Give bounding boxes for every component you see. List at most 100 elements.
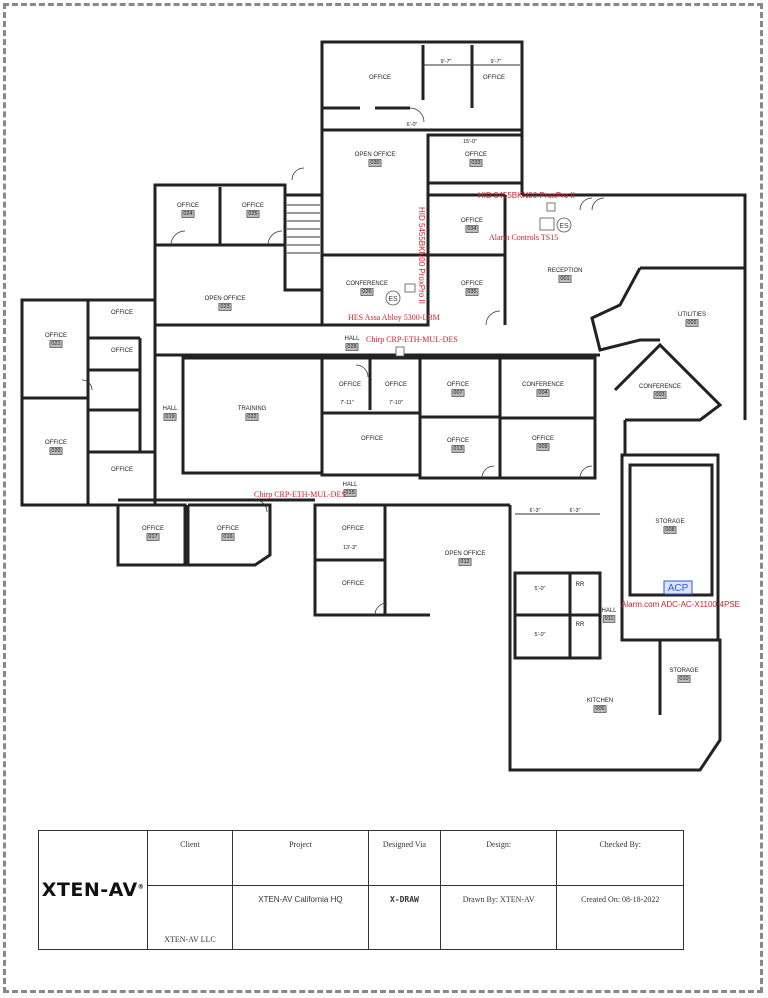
- dimension-label: 7'-11": [340, 400, 354, 406]
- room-number: 019: [165, 414, 174, 420]
- lock-label: HES Assa Abloy 5300-LBM: [348, 313, 440, 322]
- room-number-box: [246, 210, 260, 218]
- room-label: HALL: [344, 336, 360, 342]
- created-on: Created On: 08-18-2022: [556, 885, 684, 950]
- room-number-box: [163, 413, 177, 421]
- room-label: OFFICE: [483, 75, 505, 81]
- room-number: 033: [471, 160, 480, 166]
- dimension-label: 6'-0": [407, 122, 418, 128]
- project-label: Project: [231, 830, 369, 886]
- room-number-box: [345, 343, 359, 351]
- acp-label: ACP: [668, 583, 689, 594]
- designed-via-value: X-DRAW: [367, 885, 441, 950]
- dimension-label: 9'-7": [441, 59, 452, 65]
- room-number: 017: [148, 534, 157, 540]
- room-number-box: [451, 445, 465, 453]
- room-number: 003: [655, 392, 664, 398]
- device-annotations: ES HID 5455BKN00 ProxPro II HID 5455BKN0…: [254, 191, 740, 609]
- room-number-box: [343, 489, 357, 497]
- room-number-box: [465, 225, 479, 233]
- chirp-reader-icon: [395, 346, 405, 357]
- es-label: ES: [388, 296, 398, 303]
- room-label: UTILITIES: [678, 312, 706, 318]
- chirp-label: Chirp CRP-ETH-MUL-DES: [254, 490, 346, 499]
- design-label: Design:: [439, 830, 558, 886]
- room-number: 026: [362, 289, 371, 295]
- room-label: OFFICE: [461, 218, 483, 224]
- room-label: CONFERENCE: [522, 382, 564, 388]
- chirp-label: Chirp CRP-ETH-MUL-DES: [366, 335, 458, 344]
- room-number-box: [181, 210, 195, 218]
- room-number: 016: [223, 534, 232, 540]
- room-number: 021: [51, 341, 60, 347]
- logo-text: XTEN-AV: [41, 879, 138, 901]
- room-label: OFFICE: [465, 152, 487, 158]
- room-label: OFFICE: [111, 467, 133, 473]
- room-label: OPEN OFFICE: [355, 152, 396, 158]
- dimension-label: 15'-0": [463, 139, 477, 145]
- room-number: 004: [538, 390, 547, 396]
- room-number-box: [458, 558, 472, 566]
- room-label: OFFICE: [217, 526, 239, 532]
- room-label: OFFICE: [45, 333, 67, 339]
- room-number: 007: [453, 390, 462, 396]
- panel-label: Alarm.com ADC-AC-X1100-4PSE: [621, 600, 740, 609]
- dimension-label: 5'-0": [535, 586, 546, 592]
- card-reader-icon: [546, 202, 556, 212]
- client-value: XTEN-AV LLC: [147, 885, 233, 950]
- checked-by-label: Checked By:: [556, 830, 684, 886]
- alarm-controls-label: Alarm Controls TS15: [489, 233, 558, 242]
- project-value: XTEN-AV California HQ: [231, 885, 369, 950]
- exit-switch-icon: [385, 290, 401, 306]
- card-reader-label: HID 5455BKN00 ProxPro II: [478, 191, 575, 200]
- client-label: Client: [147, 830, 233, 886]
- room-number: 022: [247, 414, 256, 420]
- room-label: OFFICE: [532, 436, 554, 442]
- room-number-box: [368, 159, 382, 167]
- room-number: 002: [687, 320, 696, 326]
- room-number-box: [558, 275, 572, 283]
- xten-av-logo: XTEN-AV®: [38, 830, 148, 950]
- room-label: OFFICE: [369, 75, 391, 81]
- room-label: OFFICE: [111, 348, 133, 354]
- room-number: 006: [595, 706, 604, 712]
- room-label: OPEN OFFICE: [205, 296, 246, 302]
- room-number: 012: [460, 559, 469, 565]
- room-label: OFFICE: [177, 203, 199, 209]
- room-number-box: [469, 159, 483, 167]
- room-number-box: [146, 533, 160, 541]
- room-number: 025: [248, 211, 257, 217]
- dimension-label: 9'-7": [491, 59, 502, 65]
- room-number-box: [536, 443, 550, 451]
- room-label: OFFICE: [342, 526, 364, 532]
- room-label: OFFICE: [385, 382, 407, 388]
- room-number-box: [685, 319, 699, 327]
- es-label: ES: [559, 223, 569, 230]
- dimension-label: 7'-10": [389, 400, 403, 406]
- room-number: 030: [370, 160, 379, 166]
- room-labels: OFFICE OFFICE OPEN OFFICE 030 OFFICE 033…: [45, 75, 706, 713]
- dimension-label: 6'-3": [530, 508, 541, 514]
- room-label: OPEN OFFICE: [445, 551, 486, 557]
- room-number: 028: [347, 344, 356, 350]
- room-label: OFFICE: [339, 382, 361, 388]
- room-label: CONFERENCE: [346, 281, 388, 287]
- room-label: RR: [576, 582, 585, 588]
- room-label: KITCHEN: [587, 698, 613, 704]
- room-number: 010: [679, 676, 688, 682]
- room-number-box: [218, 303, 232, 311]
- room-number-box: [593, 705, 607, 713]
- room-number: 015: [345, 490, 354, 496]
- room-label: STORAGE: [655, 519, 684, 525]
- room-number-box: [360, 288, 374, 296]
- room-label: OFFICE: [111, 310, 133, 316]
- acp-box: [663, 580, 693, 595]
- room-label: OFFICE: [361, 436, 383, 442]
- room-number-box: [536, 389, 550, 397]
- room-number: 008: [665, 527, 674, 533]
- room-label: OFFICE: [242, 203, 264, 209]
- exit-switch-icon: [556, 217, 572, 233]
- dimension-label: 6'-3": [570, 508, 581, 514]
- room-label: TRAINING: [238, 406, 267, 412]
